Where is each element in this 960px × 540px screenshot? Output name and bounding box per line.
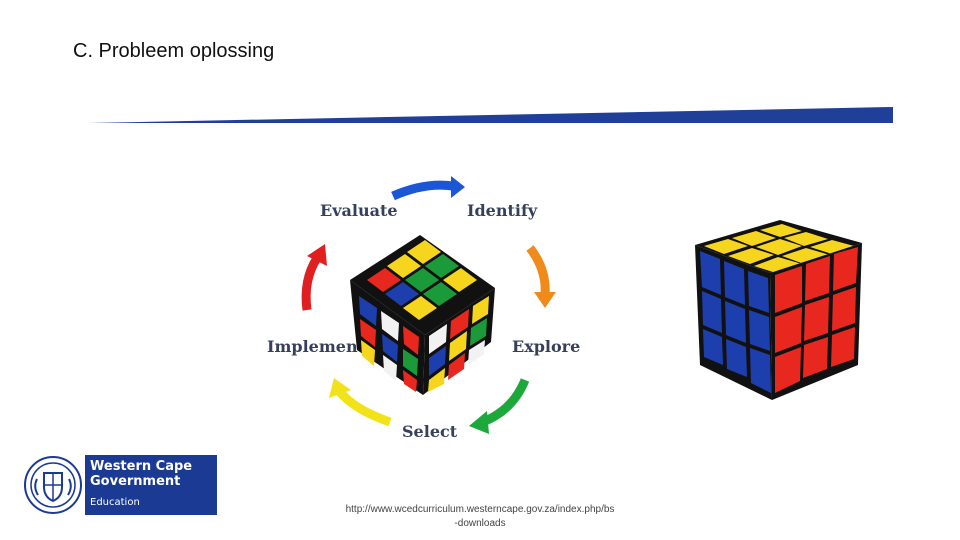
step-label-explore: Explore xyxy=(512,337,580,356)
cycle-arrow-evaluate-to-identify xyxy=(391,176,465,201)
title-underline-bar xyxy=(88,107,893,123)
cycle-arrow-explore-to-select xyxy=(469,378,530,434)
problem-solving-cycle-diagram: Evaluate Identify Explore Select Impleme… xyxy=(267,176,580,441)
source-url-line1: http://www.wcedcurriculum.westerncape.go… xyxy=(345,504,615,515)
step-label-implement: Implement xyxy=(267,337,366,356)
logo-text-education: Education xyxy=(90,497,140,508)
source-citation: http://www.wcedcurriculum.westerncape.go… xyxy=(300,503,660,531)
western-cape-government-logo xyxy=(22,455,217,515)
source-url-line2: -downloads xyxy=(454,518,506,529)
logo-text-western-cape: Western Cape xyxy=(90,459,193,474)
step-label-identify: Identify xyxy=(467,201,538,220)
cycle-arrow-select-to-implement xyxy=(329,378,392,427)
slide-title: C. Probleem oplossing xyxy=(73,40,275,62)
logo-text-government: Government xyxy=(90,474,181,489)
step-label-evaluate: Evaluate xyxy=(320,201,398,220)
coat-of-arms-icon xyxy=(24,456,82,514)
scrambled-cube-icon xyxy=(350,235,495,395)
step-label-select: Select xyxy=(402,422,458,441)
cycle-arrow-identify-to-explore xyxy=(526,245,556,308)
solved-cube-icon xyxy=(695,220,862,400)
cycle-arrow-implement-to-evaluate xyxy=(301,244,327,311)
